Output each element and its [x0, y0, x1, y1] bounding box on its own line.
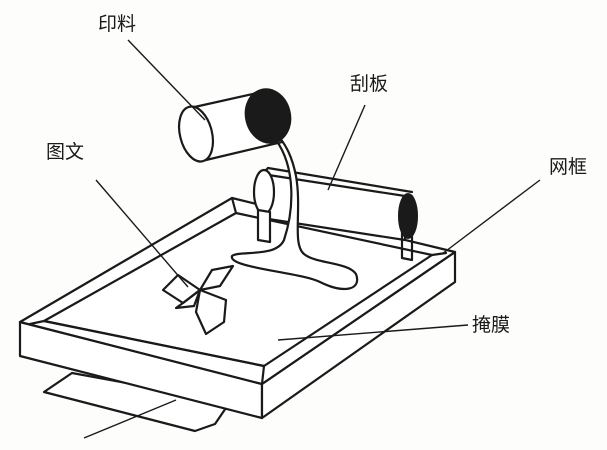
ink-cup — [177, 88, 292, 163]
label-mask: 掩膜 — [472, 314, 510, 336]
leader-squeegee — [327, 104, 366, 191]
leader-image — [95, 179, 189, 288]
label-frame: 网框 — [549, 156, 587, 178]
leader-substrate — [83, 399, 177, 439]
leader-frame — [441, 179, 541, 255]
leader-mask — [277, 324, 469, 341]
substrate-sheet — [42, 371, 232, 433]
labels: 印料 刮板 图文 网框 掩膜 — [46, 13, 587, 336]
leader-lines — [83, 39, 541, 439]
image-area — [161, 264, 235, 336]
leader-ink — [127, 39, 206, 121]
label-squeegee: 刮板 — [350, 73, 388, 95]
label-ink: 印料 — [98, 13, 136, 35]
label-image: 图文 — [46, 141, 84, 163]
ink-puddle — [230, 136, 359, 291]
frame-box — [18, 196, 457, 420]
